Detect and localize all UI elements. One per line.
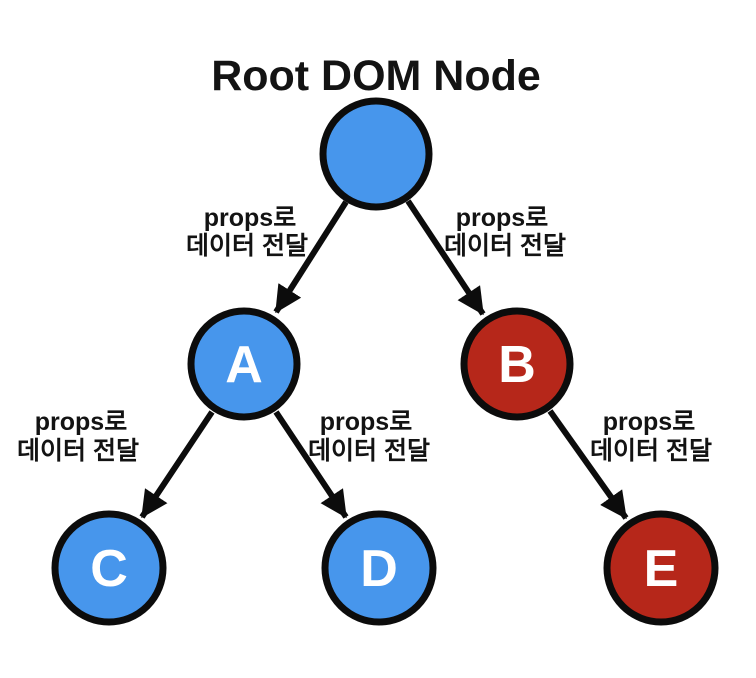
node-root-circle	[319, 97, 433, 211]
edge-label-root-b: props로 데이터 전달	[444, 204, 566, 260]
node-a-circle	[187, 307, 301, 421]
edge-label-b-e-line1: props로	[603, 408, 695, 436]
edge-root-to-a	[273, 200, 349, 314]
edge-label-a-d: props로 데이터 전달	[308, 408, 430, 465]
node-e-circle	[603, 510, 719, 626]
edge-label-root-b-line1: props로	[456, 204, 548, 232]
edge-label-a-d-line2: 데이터 전달	[308, 437, 430, 465]
edge-label-root-a: props로 데이터 전달	[186, 204, 308, 260]
node-b-circle	[460, 307, 574, 421]
node-b-label: B	[498, 336, 536, 394]
node-d-label: D	[360, 540, 398, 598]
edge-label-root-b-line2: 데이터 전달	[444, 232, 566, 260]
node-c-circle	[51, 510, 167, 626]
edge-b-to-e	[547, 409, 629, 520]
edge-label-a-c-line1: props로	[35, 408, 127, 436]
edge-label-a-c-line2: 데이터 전달	[17, 437, 139, 465]
diagram-title: Root DOM Node	[211, 52, 541, 100]
node-a-label: A	[225, 336, 263, 394]
edge-root-to-b	[405, 199, 486, 316]
node-d-circle	[321, 510, 437, 626]
node-c-label: C	[90, 540, 128, 598]
edge-label-a-d-line1: props로	[320, 408, 412, 436]
edge-label-b-e: props로 데이터 전달	[590, 408, 712, 465]
node-e-label: E	[644, 540, 679, 598]
edge-label-root-a-line2: 데이터 전달	[186, 232, 308, 260]
edge-a-to-c	[139, 410, 215, 519]
edge-a-to-d	[273, 410, 349, 519]
edge-label-b-e-line2: 데이터 전달	[590, 437, 712, 465]
edge-label-root-a-line1: props로	[204, 204, 296, 232]
edge-label-a-c: props로 데이터 전달	[17, 408, 139, 465]
